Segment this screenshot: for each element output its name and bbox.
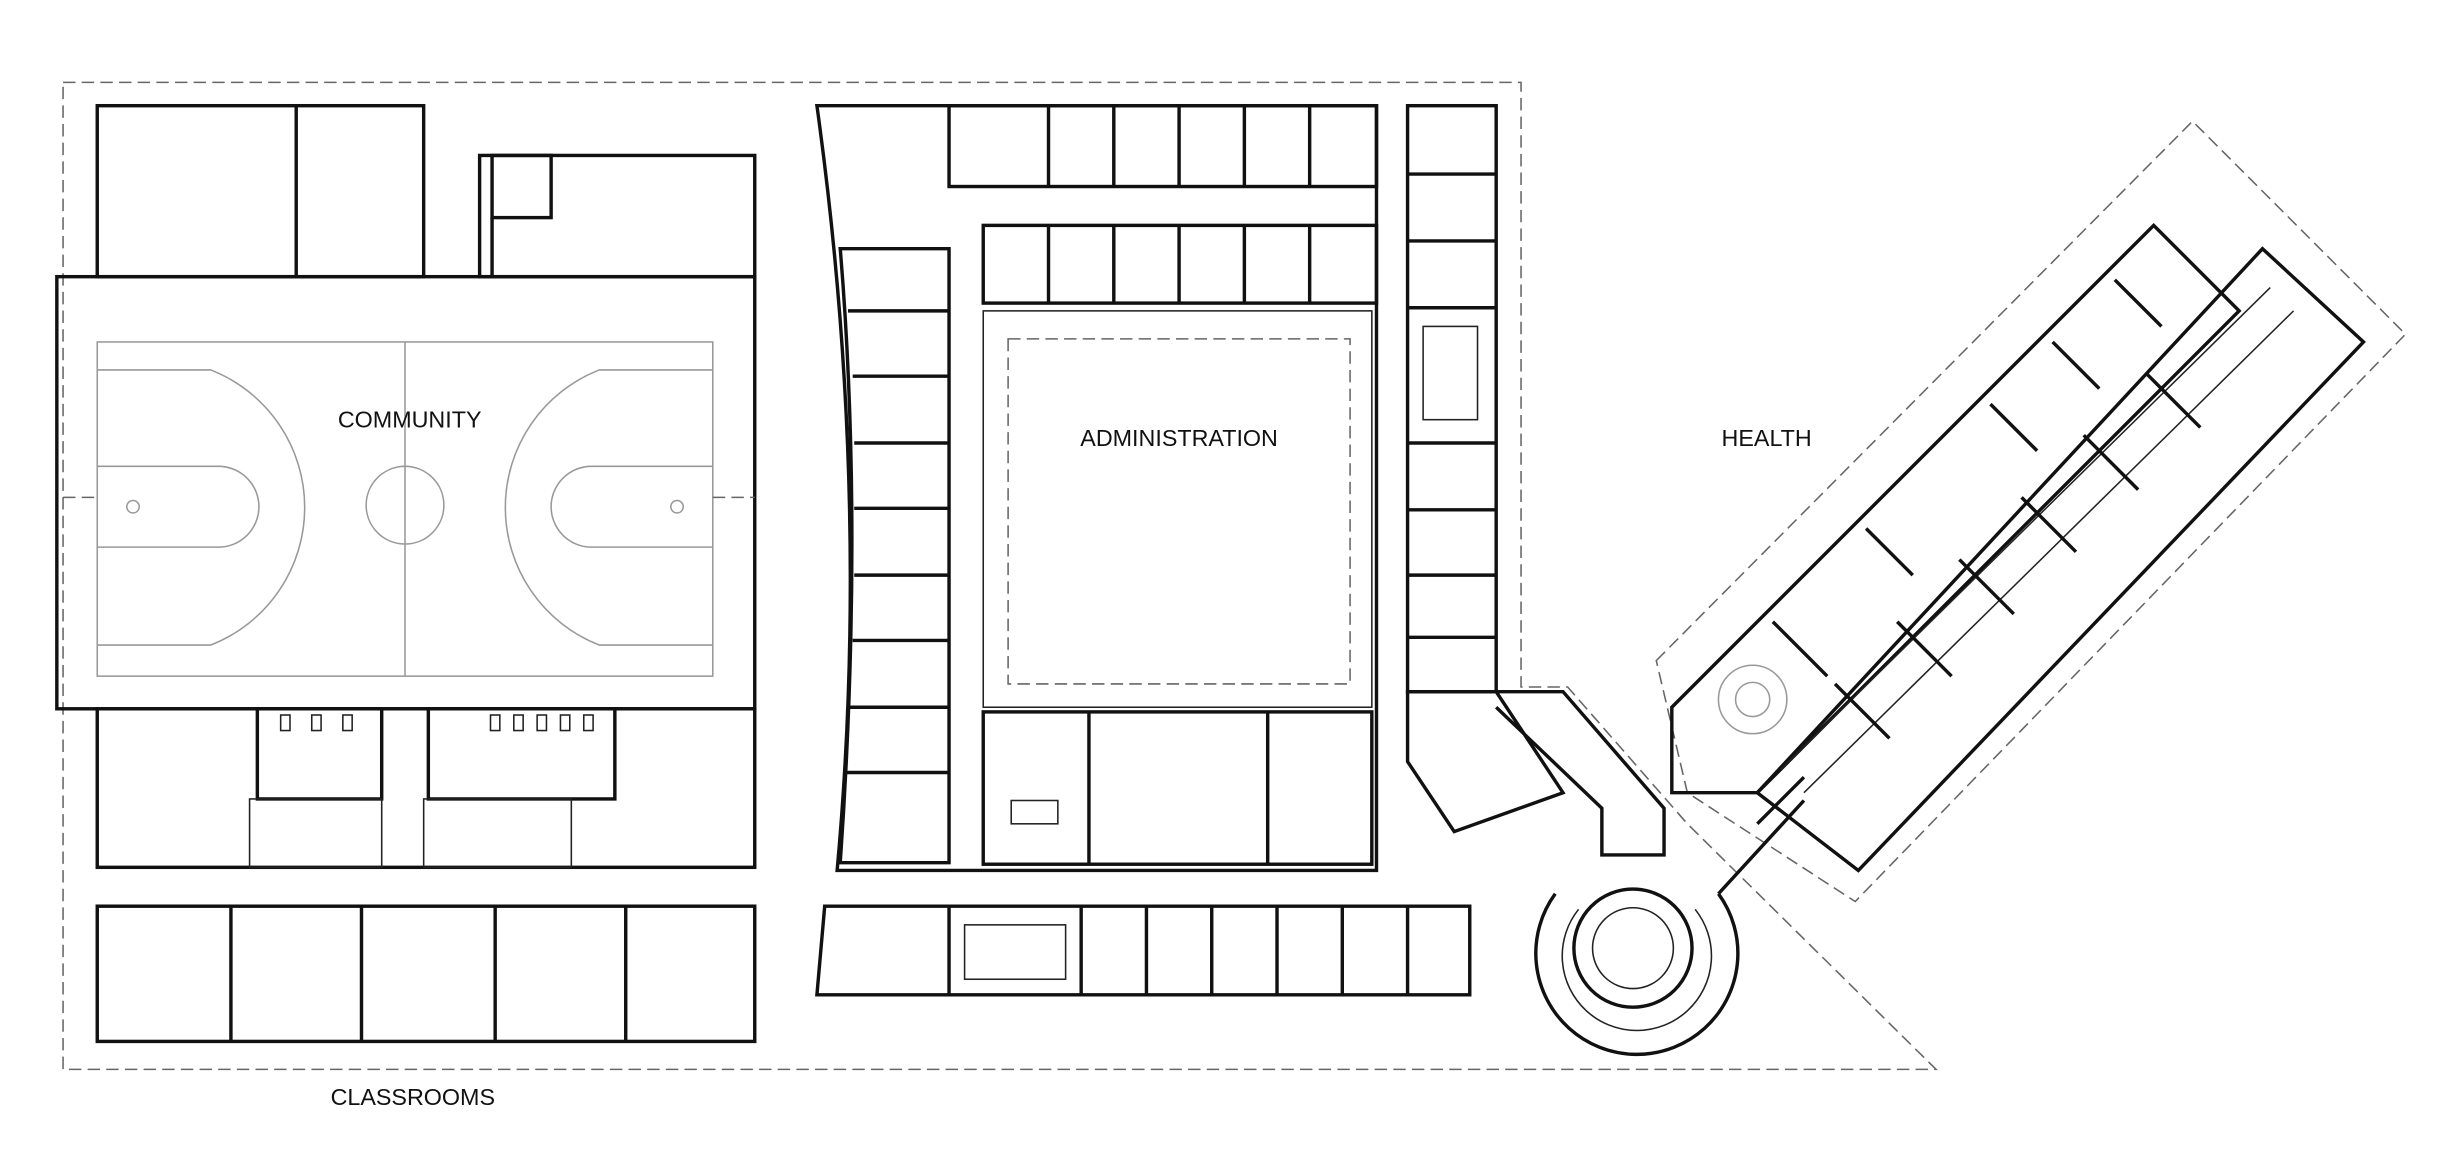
rotunda — [1494, 689, 1806, 1057]
health-site-boundary — [1655, 120, 2407, 903]
label-health: HEALTH — [1722, 425, 1812, 451]
label-classrooms: CLASSROOMS — [331, 1084, 495, 1110]
label-administration: ADMINISTRATION — [1080, 425, 1278, 451]
community-wing: COMMUNITY — [55, 103, 757, 870]
administration-wing: ADMINISTRATION — [814, 103, 1566, 873]
health-wing: HEALTH — [1670, 222, 2366, 873]
label-community: COMMUNITY — [338, 406, 482, 432]
basketball-court — [63, 341, 755, 677]
classrooms-wing: CLASSROOMS — [95, 904, 757, 1110]
site-boundary — [62, 81, 1938, 1071]
lower-admin-strip — [815, 904, 1472, 997]
